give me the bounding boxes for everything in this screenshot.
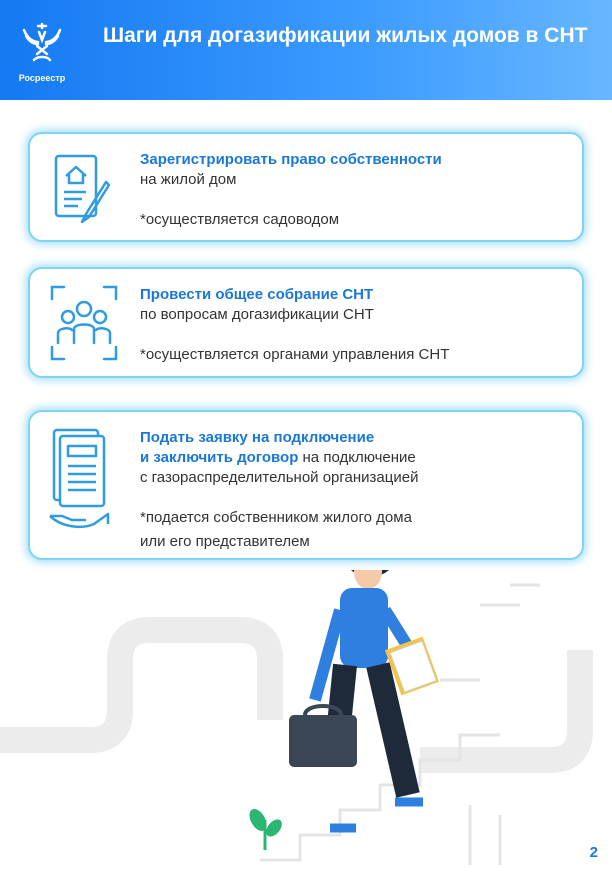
step-note-line2: или его представителем [140,533,310,550]
step-card-2: Провести общее собрание СНТ по вопросам … [28,267,584,378]
step-title-line1: Подать заявку на подключение [140,429,375,446]
step-card-1: Зарегистрировать право собственности на … [28,132,584,242]
step-card-3: Подать заявку на подключение и заключить… [28,410,584,560]
step-text-after: на подключение [298,449,416,466]
logo-text: Росреестр [18,73,66,83]
group-people-icon [50,285,118,361]
step-text: по вопросам догазификации СНТ [140,306,374,323]
page-title: Шаги для догазификации жилых домов в СНТ [103,24,588,47]
eagle-emblem-icon [22,22,62,62]
woman-climbing-stairs-illustration [0,570,593,865]
step-note: *осуществляется садоводом [140,211,340,228]
step-text: на жилой дом [140,171,237,188]
step-title: Провести общее собрание СНТ [140,286,374,303]
document-house-pen-icon [54,154,111,224]
page-number: 2 [589,844,598,861]
step-note: *осуществляется органами управления СНТ [140,346,450,363]
woman-figure [289,570,440,833]
plant-icon [249,809,282,850]
document-hand-icon [49,428,110,528]
header: Росреестр Шаги для догазификации жилых д… [0,0,612,100]
step-text: с газораспределительной организацией [140,469,419,486]
step-title: Зарегистрировать право собственности [140,151,442,168]
rosreestr-logo: Росреестр [14,18,70,83]
step-title-line2: и заключить договор [140,449,299,466]
step-note-line1: *подается собственником жилого дома [140,509,412,526]
